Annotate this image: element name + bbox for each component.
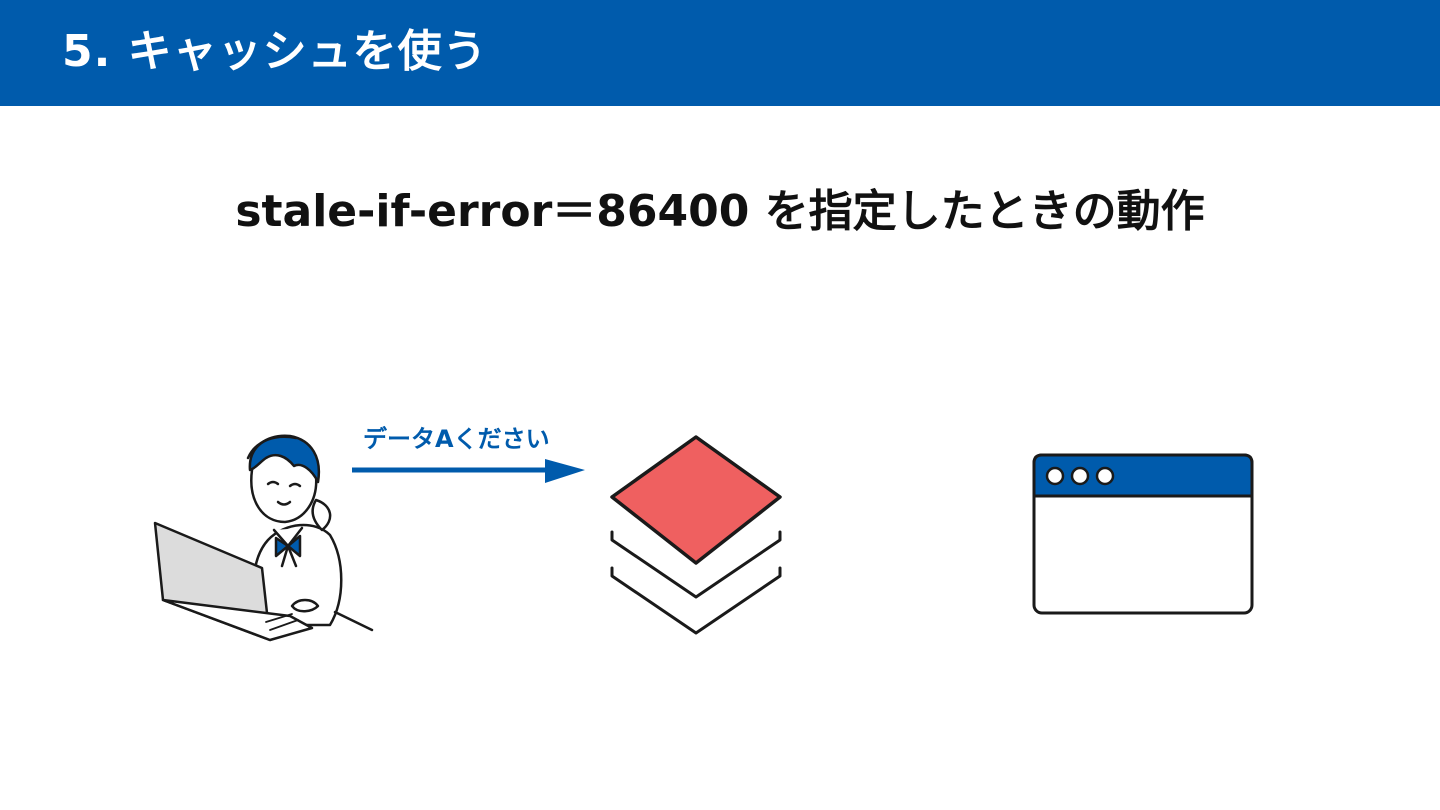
browser-window-icon	[1032, 453, 1254, 615]
slide-subtitle: stale-if-error＝86400 を指定したときの動作	[235, 186, 1205, 237]
arrow-right-icon	[352, 459, 585, 483]
person-at-laptop-illustration	[153, 434, 374, 642]
cache-layers-icon	[610, 435, 782, 635]
page-title: 5. キャッシュを使う	[62, 26, 488, 77]
window-dot-icon	[1095, 466, 1115, 486]
window-dot-icon	[1045, 466, 1065, 486]
header-bar: 5. キャッシュを使う	[0, 0, 1440, 106]
window-dot-icon	[1070, 466, 1090, 486]
request-label: データAください	[363, 425, 550, 453]
